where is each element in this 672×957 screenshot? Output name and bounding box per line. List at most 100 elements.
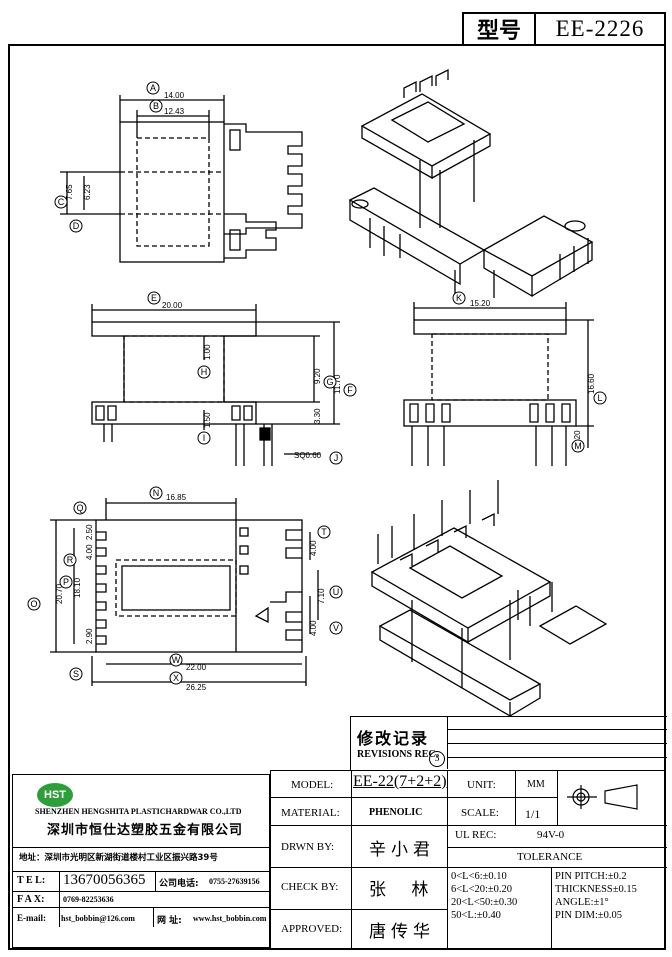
dim-marker-label: V [333,623,339,633]
dim-marker-r [63,553,77,567]
fax-label: F A X: [17,894,45,905]
dim-marker-label: U [333,587,340,597]
dim-marker-k [452,291,466,305]
ul-label: UL REC: [455,829,497,841]
dim-R-value: 4.00 [85,544,94,560]
scale-label: SCALE: [461,807,499,819]
dim-marker-label: G [326,377,333,387]
dim-H-value: 1.00 [203,344,212,360]
check-value: 张 林 [369,880,439,900]
material-label: MATERIAL: [281,807,340,819]
dim-J-value: SQ0.60 [294,451,322,460]
tolerance-item: 20<L<50:±0.30 [451,897,518,908]
dim-3-30-value: 3.30 [313,408,322,424]
revision-badge: 3 [429,751,445,767]
dim-marker-label: S [73,669,79,679]
dim-marker-label: O [30,599,37,609]
dim-marker-label: M [574,441,582,451]
dim-marker-label: L [597,393,602,403]
dim-X-value: 26.25 [186,683,207,692]
dim-U-value: 7.10 [317,588,326,604]
front-view [91,304,340,466]
pin-item: PIN PITCH:±0.2 [555,871,627,882]
dim-marker-a [146,81,160,95]
dim-marker-b [149,99,163,113]
dim-L-value: 16.60 [587,373,596,394]
approved-value: 唐传华 [369,922,435,942]
dim-marker-label: R [67,555,74,565]
check-label: CHECK BY: [281,881,339,893]
dim-marker-x [169,671,183,685]
dim-E-value: 20.00 [162,301,183,310]
tolerance-item: 6<L<20:±0.20 [451,884,513,895]
tel-value: 13670056365 [63,872,146,888]
pin-list: PIN PITCH:±0.2 THICKNESS±0.15 ANGLE:±1° … [555,870,637,922]
dim-K-value: 15.20 [470,299,491,308]
pin-item: PIN DIM:±0.05 [555,910,623,921]
dim-I-value: 1.50 [203,412,212,428]
pin-item: THICKNESS±0.15 [555,884,637,895]
dim-marker-f [343,383,357,397]
dim-marker-label: W [172,655,181,665]
projection-symbol-icon [567,784,638,810]
dim-marker-d [69,219,83,233]
dim-marker-label: H [201,367,208,377]
dim-marker-label: I [203,433,206,443]
dim-marker-s [69,667,83,681]
company-name-en: SHENZHEN HENGSHITA PLASTICHARDWAR CO.,LT… [35,807,242,816]
dim-marker-q [73,501,87,515]
dim-marker-e [147,291,161,305]
dim-marker-label: J [334,453,339,463]
tolerance-list: 0<L<6:±0.10 6<L<20:±0.20 20<L<50:±0.30 5… [451,870,517,922]
dim-marker-label: E [151,293,157,303]
top-view [60,95,303,263]
dim-marker-i [197,431,211,445]
model-value: EE-2226 [555,16,645,41]
dim-marker-o [27,597,41,611]
dim-marker-label: F [347,385,353,395]
unit-value: MM [527,779,545,790]
dim-marker-label: A [150,83,156,93]
dim-marker-j [329,451,343,465]
dim-marker-c [54,195,68,209]
pin-item: ANGLE:±1° [555,897,609,908]
dim-Q-value: 2.50 [85,524,94,540]
company-name-cn: 深圳市恒仕达塑胶五金有限公司 [47,823,244,838]
spec-table: MODEL: EE-22(7+2+2) MATERIAL: PHENOLIC D… [270,770,667,950]
dim-marker-l [593,391,607,405]
dim-marker-n [149,486,163,500]
unit-label: UNIT: [467,779,496,791]
drawn-value: 辛小君 [369,840,435,860]
dim-marker-label: B [153,101,159,111]
side-view [403,302,594,466]
tolerance-label: TOLERANCE [517,851,583,863]
dim-marker-label: K [456,293,462,303]
email-label: E-mail: [17,913,46,923]
material-value: PHENOLIC [369,807,423,818]
dim-F-value: 11.70 [333,374,342,394]
dim-marker-h [197,365,211,379]
dim-marker-label: N [153,488,160,498]
company-block: HST SHENZHEN HENGSHITA PLASTICHARDWAR CO… [12,774,270,948]
email-value: hst_bobbin@126.com [61,914,135,923]
company-logo: HST [37,783,73,807]
dim-A-value: 14.00 [164,91,185,100]
dim-marker-label: P [63,577,69,587]
company-address: 地址：深圳市光明区新湖街道楼村工业区振兴路39号 [19,853,218,863]
dim-marker-label: T [321,527,327,537]
dim-marker-v [329,621,343,635]
revisions-block: 修改记录 REVISIONS REC. 3 [350,716,667,771]
dim-O-value: 20.70 [55,583,64,604]
ul-value: 94V-0 [537,829,565,841]
dim-G-value: 9.20 [313,368,322,384]
tolerance-item: 50<L:±0.40 [451,910,501,921]
revisions-en: REVISIONS REC. [357,749,439,760]
dim-marker-w [169,653,183,667]
iso-view-bottom [370,480,608,718]
dim-marker-label: X [173,673,179,683]
company-phone-value: 0755-27639156 [209,877,260,886]
dim-marker-label: D [73,221,80,231]
model-value-spec: EE-22(7+2+2) [353,773,447,790]
web-label: 网 址: [157,916,182,926]
